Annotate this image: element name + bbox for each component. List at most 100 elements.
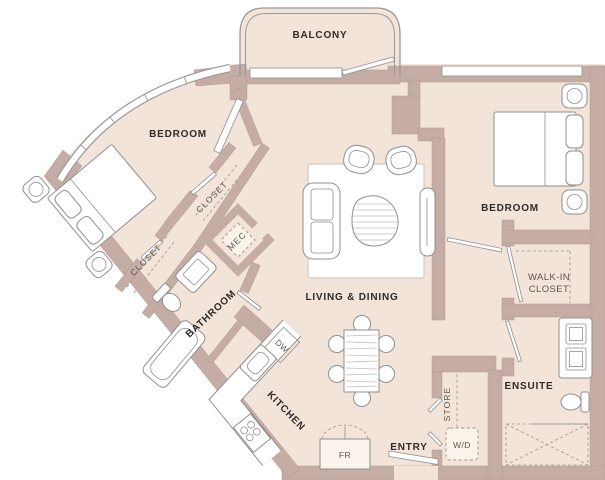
nightstand bbox=[22, 175, 50, 203]
bed bbox=[493, 111, 577, 187]
wall-bed2-top-a bbox=[407, 79, 421, 99]
wall-bathroom-ne bbox=[239, 261, 261, 294]
store-bifold-bottom bbox=[427, 431, 443, 447]
kitchen-sink bbox=[239, 344, 277, 382]
bathroom-sink bbox=[175, 251, 217, 293]
closet-rods bbox=[126, 163, 571, 461]
lamp bbox=[566, 194, 583, 210]
living-room-furniture bbox=[302, 144, 436, 279]
pillow bbox=[565, 114, 584, 149]
bedroom-right-door bbox=[446, 237, 503, 253]
wall-closet2-nw-b bbox=[114, 258, 145, 293]
entry-door bbox=[388, 450, 439, 465]
mec-equipment bbox=[220, 222, 256, 258]
toilet bbox=[151, 283, 182, 312]
stove bbox=[232, 412, 272, 454]
cabinet-swing bbox=[321, 424, 346, 440]
nightstand bbox=[561, 83, 588, 109]
nightstand bbox=[561, 189, 588, 215]
balcony-floor bbox=[240, 8, 400, 76]
living-dining-label: LIVING & DINING bbox=[305, 292, 398, 303]
armchair bbox=[385, 145, 417, 176]
bedroom-left-label: BEDROOM bbox=[149, 129, 207, 140]
doors bbox=[140, 56, 524, 480]
balcony-door bbox=[249, 67, 343, 79]
lamp bbox=[566, 88, 583, 104]
bathroom-door bbox=[236, 289, 262, 311]
wall-bed2-top-b bbox=[391, 95, 421, 135]
shower-x bbox=[505, 423, 589, 466]
bedroom-right-window bbox=[441, 65, 583, 77]
window-mullions bbox=[79, 75, 188, 151]
wall-closet1-nw-a bbox=[208, 142, 237, 174]
dining-furniture bbox=[328, 315, 395, 407]
bed-fold bbox=[70, 178, 116, 233]
closet1-door bbox=[190, 171, 217, 196]
entry-door-opening bbox=[394, 466, 438, 480]
fridge bbox=[319, 438, 371, 470]
bathroom-fixtures bbox=[142, 251, 217, 388]
wall-store-ensuite bbox=[487, 369, 503, 480]
entry-label: ENTRY bbox=[390, 442, 428, 453]
ensuite-sink-basin bbox=[569, 351, 583, 367]
lamp bbox=[91, 257, 107, 272]
wall-store-top bbox=[431, 355, 497, 373]
dining-chair bbox=[377, 365, 395, 383]
sofa-cushion bbox=[310, 221, 334, 254]
bedroom-left-door bbox=[213, 98, 244, 154]
windows bbox=[56, 7, 583, 183]
wall-ensuite-stub bbox=[501, 357, 515, 377]
dining-chair bbox=[377, 335, 395, 353]
bedroom-right-label: BEDROOM bbox=[481, 203, 539, 214]
sofa-cushion bbox=[310, 188, 334, 221]
mec-room bbox=[201, 203, 275, 277]
dining-chair bbox=[328, 335, 346, 353]
mec-door-opening bbox=[251, 222, 269, 240]
pillow bbox=[54, 189, 82, 219]
closet2-door bbox=[140, 239, 163, 261]
lamp bbox=[28, 181, 44, 197]
store-bifold-top bbox=[427, 397, 443, 413]
wall-closet2-nw-a bbox=[154, 222, 173, 242]
washer-dryer bbox=[445, 427, 479, 461]
coffee-table-plant bbox=[351, 195, 399, 247]
bathtub bbox=[142, 320, 206, 388]
fridge-label: FR bbox=[339, 450, 351, 460]
ensuite-sink-basin bbox=[569, 327, 583, 341]
curved-window-glass bbox=[57, 65, 231, 182]
sofa bbox=[302, 182, 341, 260]
wall-closet1-se bbox=[193, 142, 270, 251]
washer-dryer-label: W/D bbox=[453, 440, 471, 450]
wall-bathroom-se bbox=[205, 319, 244, 365]
wall-right bbox=[589, 65, 605, 480]
walkin-label-line1: WALK-IN bbox=[528, 272, 570, 283]
store-label: STORE bbox=[442, 387, 452, 422]
ensuite-label: ENSUITE bbox=[505, 381, 554, 392]
pillow bbox=[565, 150, 584, 186]
ensuite-door bbox=[505, 320, 523, 363]
balcony-label: BALCONY bbox=[292, 30, 347, 41]
balcony-railing-outer bbox=[239, 7, 401, 76]
ensuite-sink bbox=[565, 347, 587, 371]
bedroom-right-furniture bbox=[493, 83, 588, 215]
wall-store-left-a bbox=[431, 371, 443, 399]
wall-walkin-bottom bbox=[501, 303, 593, 318]
wall-walkin-top bbox=[501, 229, 593, 245]
ensuite-fixtures bbox=[505, 317, 593, 466]
ensuite-sink bbox=[565, 323, 587, 345]
cabinet-swing bbox=[344, 424, 369, 440]
table-grain bbox=[345, 334, 378, 388]
kitchen-furniture bbox=[208, 319, 371, 470]
dining-chair bbox=[328, 365, 346, 383]
bedroom-left-furniture bbox=[22, 144, 157, 279]
mec-walls bbox=[201, 203, 275, 277]
nightstand bbox=[85, 250, 113, 279]
balcony-railing-inner bbox=[245, 13, 395, 76]
bed bbox=[47, 144, 157, 252]
walkin-door bbox=[506, 245, 524, 303]
walkin-label-line2: CLOSET bbox=[529, 284, 569, 295]
ensuite-toilet bbox=[560, 391, 590, 413]
balcony-door-leaf bbox=[341, 56, 396, 76]
